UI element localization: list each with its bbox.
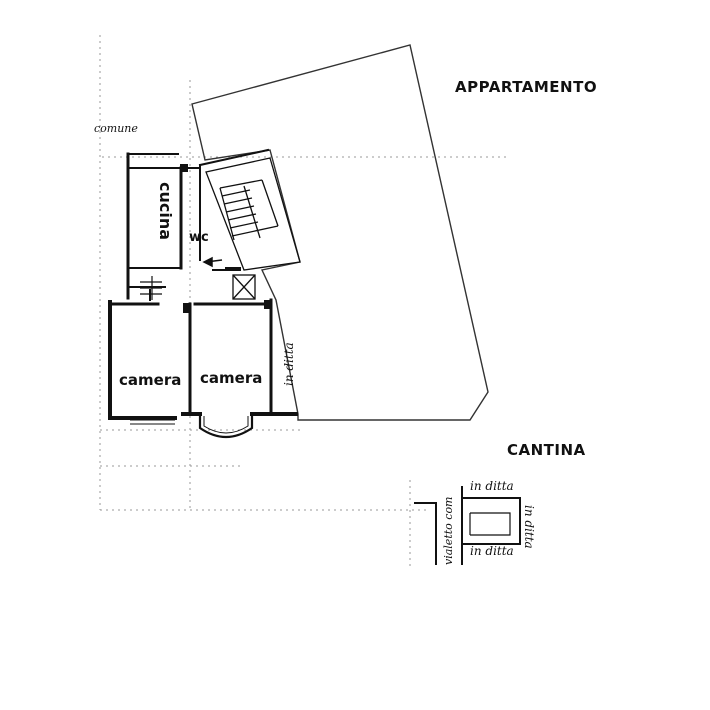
cantina-label-vialetto: vialetto com (442, 496, 455, 566)
corridor-steps (140, 276, 162, 300)
room-label-cucina: cucina (156, 182, 175, 241)
apartment-walls (108, 148, 298, 420)
label-in-ditta-main: in ditta (282, 342, 296, 386)
elevator (232, 274, 256, 300)
cantina-plan (414, 486, 521, 565)
entry-arrow (202, 256, 223, 268)
pillars (180, 164, 272, 313)
room-label-wc: wc (189, 230, 209, 245)
room-label-camera-right: camera (200, 369, 263, 387)
label-comune: comune (94, 122, 138, 135)
property-outline (191, 44, 489, 421)
appartamento-title: APPARTAMENTO (455, 78, 598, 96)
reference-lines (99, 35, 510, 570)
stairwell (205, 157, 301, 271)
windows (130, 414, 254, 439)
cantina-title: CANTINA (507, 441, 586, 459)
cantina-label-in-ditta-bottom: in ditta (470, 544, 514, 558)
cantina-label-in-ditta-right: in ditta (522, 505, 536, 549)
cantina-label-in-ditta-top: in ditta (470, 479, 514, 493)
room-label-camera-left: camera (119, 371, 182, 389)
